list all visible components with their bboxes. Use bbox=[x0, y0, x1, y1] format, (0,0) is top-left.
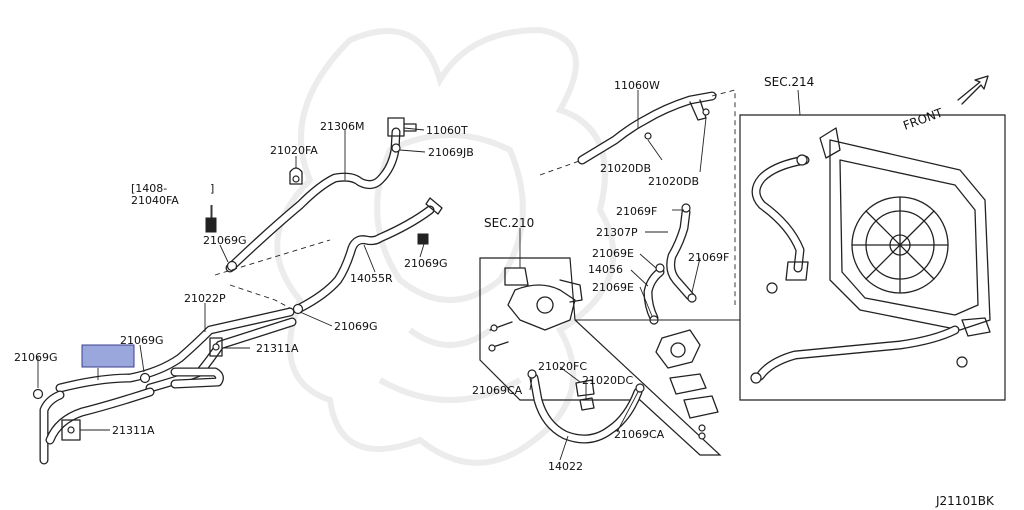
clamp-21069CA-a bbox=[527, 369, 537, 379]
fitting-11060T bbox=[387, 117, 417, 153]
bracket-21311A-a bbox=[209, 337, 223, 357]
label-21069CA-b: 21069CA bbox=[614, 428, 665, 441]
label-21069JB: 21069JB bbox=[428, 146, 474, 159]
label-21069G-d: 21069G bbox=[120, 334, 164, 347]
label-1408: [1408- bbox=[131, 182, 167, 195]
label-21020DB-a: 21020DB bbox=[600, 162, 651, 175]
radiator-assembly bbox=[819, 127, 991, 337]
clip-21020FC bbox=[575, 379, 595, 397]
label-21069F-b: 21069F bbox=[688, 251, 729, 264]
label-21069CA-a: 21069CA bbox=[472, 384, 523, 397]
pipe-11060W bbox=[577, 91, 717, 165]
label-sec210: SEC.210 bbox=[484, 216, 534, 230]
guide-dash-b bbox=[229, 284, 291, 309]
clamp-radiator-b bbox=[766, 282, 778, 294]
clamp-21069G-a bbox=[226, 260, 238, 272]
label-1408-close: ] bbox=[210, 182, 214, 195]
pipe-lower-left bbox=[39, 387, 155, 465]
label-21069G-c: 21069G bbox=[334, 320, 378, 333]
hose-radiator-upper bbox=[751, 155, 810, 281]
label-front: FRONT bbox=[901, 105, 945, 132]
label-21020FA: 21020FA bbox=[270, 144, 318, 157]
sec214-frame bbox=[739, 114, 1006, 401]
hose-radiator-lower bbox=[755, 325, 960, 381]
label-21040FA: 21040FA bbox=[131, 194, 179, 207]
label-14022: 14022 bbox=[548, 460, 583, 473]
label-21307P: 21307P bbox=[596, 226, 638, 239]
thermostat-housing-sec210 bbox=[488, 267, 583, 352]
clamp-radiator-d bbox=[956, 356, 968, 368]
label-21069F-a: 21069F bbox=[616, 205, 657, 218]
clamp-21069F-a bbox=[681, 203, 691, 213]
label-21022P: 21022P bbox=[184, 292, 226, 305]
clamp-21069E-a bbox=[655, 263, 665, 273]
clamp-radiator-c bbox=[750, 372, 762, 384]
label-21069E-b: 21069E bbox=[592, 281, 634, 294]
label-21020FC: 21020FC bbox=[538, 360, 587, 373]
label-21069G-a: 21069G bbox=[203, 234, 247, 247]
label-21069E-a: 21069E bbox=[592, 247, 634, 260]
part-labels: [1408- ] 21040FA 21069G 21020FA 21306M 1… bbox=[14, 75, 995, 508]
leader-lines bbox=[37, 89, 801, 461]
clamp-21069CA-b bbox=[635, 383, 645, 393]
sec210-frame bbox=[479, 257, 722, 456]
label-14056: 14056 bbox=[588, 263, 623, 276]
clamp-radiator-a bbox=[796, 154, 808, 166]
hose-21307P bbox=[666, 207, 695, 301]
watermark-crest bbox=[274, 26, 617, 466]
connector-21040FA bbox=[205, 205, 217, 233]
clamp-21069G-d bbox=[139, 372, 151, 384]
label-14055R: 14055R bbox=[350, 272, 393, 285]
pipe-14055R bbox=[295, 197, 443, 313]
label-21306M: 21306M bbox=[320, 120, 364, 133]
clip-21020FA bbox=[289, 167, 303, 185]
label-11060T: 11060T bbox=[426, 124, 468, 137]
guide-dash-c bbox=[711, 89, 736, 305]
highlight-box bbox=[81, 344, 135, 368]
label-11060W: 11060W bbox=[614, 79, 660, 92]
clamp-21069G-b bbox=[417, 233, 429, 245]
front-arrow-icon bbox=[957, 75, 989, 105]
label-21311A-a: 21311A bbox=[256, 342, 299, 355]
label-21311A-b: 21311A bbox=[112, 424, 155, 437]
hose-14056 bbox=[643, 267, 665, 323]
diagram-id: J21101BK bbox=[935, 494, 995, 508]
hose-21306M bbox=[225, 127, 401, 273]
label-21069G-b: 21069G bbox=[404, 257, 448, 270]
bracket-21311A-b bbox=[61, 419, 81, 441]
clamp-21069G-e bbox=[32, 388, 44, 400]
guide-dash-d bbox=[539, 159, 583, 176]
label-sec214: SEC.214 bbox=[764, 75, 814, 89]
clip-21020DC bbox=[579, 397, 595, 411]
guide-dash-a bbox=[214, 239, 331, 276]
label-21020DC: 21020DC bbox=[582, 374, 633, 387]
clamp-21069F-b bbox=[687, 293, 697, 303]
label-21020DB-b: 21020DB bbox=[648, 175, 699, 188]
thermostat-parts bbox=[655, 329, 719, 440]
label-21069G-e: 21069G bbox=[14, 351, 58, 364]
clamp-21069G-c bbox=[292, 303, 304, 315]
